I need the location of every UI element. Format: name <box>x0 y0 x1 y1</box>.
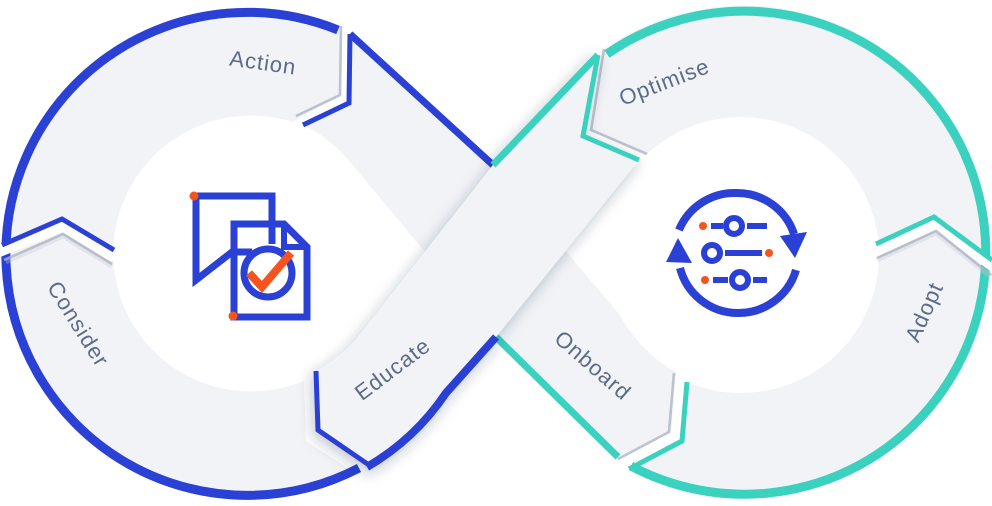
accent-dot-bottom <box>228 311 238 321</box>
cut-action-tip-shadow <box>295 25 343 118</box>
sync-arrowhead-right <box>780 232 807 258</box>
cut-adopt-optimise-gap <box>874 217 992 272</box>
document-fold <box>281 224 307 250</box>
left-ring-band <box>1 7 357 500</box>
right-ring-outer-edge <box>604 6 991 499</box>
right-ring-band <box>591 5 990 498</box>
right-loop-ring <box>589 5 992 499</box>
check-circle <box>240 245 296 301</box>
left-ring-outer-edge <box>1 7 362 500</box>
cut-adopt-optimise-shadow <box>876 229 992 277</box>
band-b-teal-edge <box>490 52 601 168</box>
slider2-knob <box>701 242 723 264</box>
left-loop-ring <box>0 7 362 500</box>
cut-consider-action-notch <box>1 216 116 253</box>
chat-document-check-icon <box>189 191 311 321</box>
cut-adopt-optimise-notch <box>874 214 992 263</box>
slider3-knob <box>729 269 751 291</box>
slider2-dot <box>765 249 773 257</box>
band-a-tip-shadow <box>617 372 676 461</box>
band-a-tail-notch <box>301 33 353 128</box>
cut-optimise-tail-shadow <box>589 48 648 156</box>
band-b-blue-edge <box>364 334 499 471</box>
band-b-end-notch <box>580 54 640 163</box>
band-a-teal-edge <box>493 334 621 460</box>
sync-top-arc <box>675 188 798 236</box>
slider1-knob <box>723 215 745 237</box>
sync-arrowhead-left <box>666 238 692 263</box>
accent-dot-top <box>189 191 199 201</box>
check-mark-icon <box>246 250 295 294</box>
sync-bottom-arc <box>676 266 800 318</box>
cut-consider-action-shadow <box>3 232 113 266</box>
cut-adopt-optimise-shadow-soft <box>875 230 992 279</box>
document-icon <box>230 220 311 321</box>
band-b-fill <box>316 55 639 465</box>
crossover-band-educate-optimise <box>313 52 640 471</box>
cut-consider-action-gap <box>0 219 117 262</box>
band-b-tail-notch <box>313 370 371 468</box>
slider1-dot <box>699 222 707 230</box>
cut-onboard-bottom-notch <box>627 381 690 472</box>
slider3-dot <box>701 276 709 284</box>
cut-consider-action-shadow-soft <box>4 233 114 269</box>
sync-sliders-icon <box>666 188 807 318</box>
band-a-blue-edge <box>347 31 496 168</box>
